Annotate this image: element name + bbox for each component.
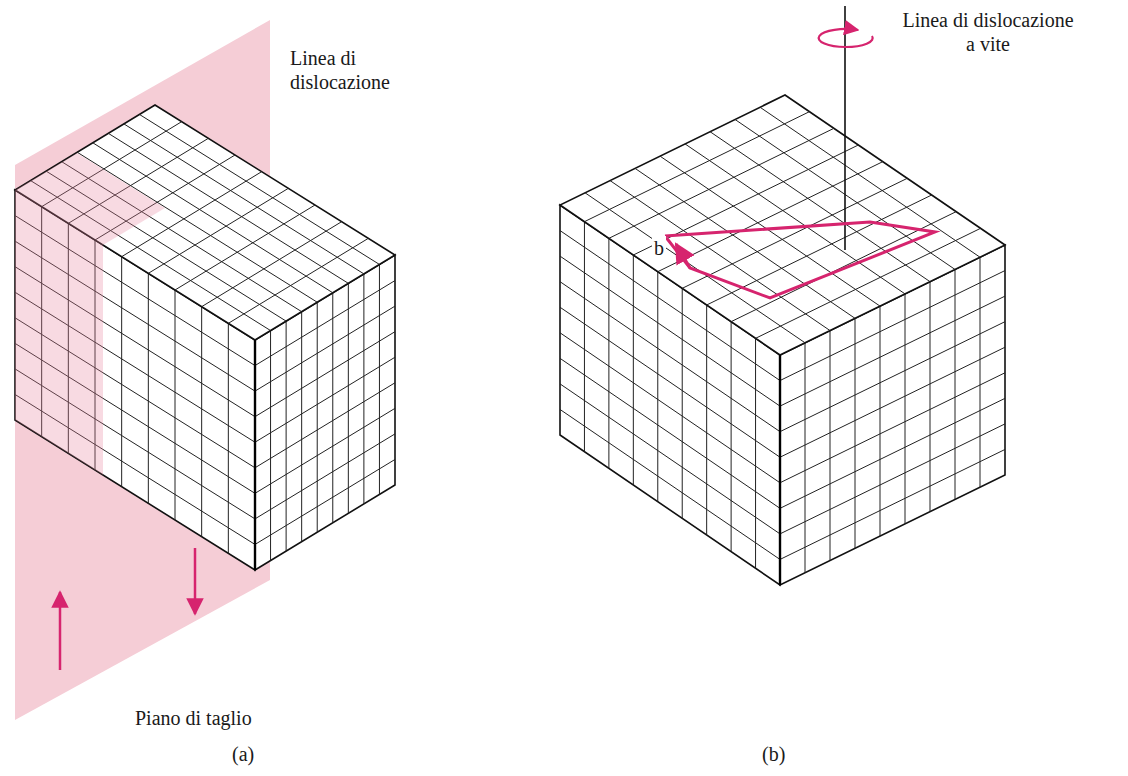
shear-plane-tint xyxy=(15,153,165,245)
lattice-line xyxy=(286,321,287,551)
lattice-line xyxy=(830,331,831,561)
lattice-line xyxy=(560,333,780,483)
lattice-line xyxy=(560,358,780,508)
lattice-line xyxy=(780,449,1005,559)
lattice-line xyxy=(255,357,395,442)
lattice-line xyxy=(710,132,930,282)
lattice-line xyxy=(255,332,395,417)
lattice-line xyxy=(635,168,855,318)
burgers-vector xyxy=(676,244,690,268)
lattice-line xyxy=(379,264,380,494)
lattice-line xyxy=(348,283,349,513)
lattice-line xyxy=(685,144,905,294)
lattice-line xyxy=(608,238,609,468)
lattice-line xyxy=(610,181,830,331)
lattice-line xyxy=(201,307,202,537)
lattice-line xyxy=(880,306,881,536)
lattice-line xyxy=(255,434,395,519)
lattice-line xyxy=(585,193,805,343)
lattice-line xyxy=(905,294,906,524)
shear-arrow xyxy=(59,592,62,670)
lattice-line xyxy=(560,384,780,534)
lattice-line xyxy=(930,282,931,512)
callout-label: Piano di taglio xyxy=(135,706,252,730)
shear-arrow xyxy=(194,548,197,614)
lattice-line xyxy=(148,188,288,273)
lattice-line xyxy=(780,424,1005,534)
lattice-line xyxy=(584,222,585,452)
cube-edge xyxy=(254,340,256,570)
lattice-line xyxy=(633,255,634,485)
callout-label: Linea di dislocazione a vite xyxy=(900,8,1076,56)
lattice-line xyxy=(780,398,1005,508)
lattice-line xyxy=(805,343,806,573)
rotation-arrow xyxy=(819,29,873,47)
lattice-line xyxy=(202,222,342,307)
lattice-line xyxy=(560,409,780,559)
lattice-line xyxy=(755,338,756,568)
panel-label: (a) xyxy=(232,742,254,766)
lattice-line xyxy=(301,312,302,542)
lattice-line xyxy=(317,302,318,532)
lattice-line xyxy=(660,156,880,306)
lattice-line xyxy=(731,322,732,552)
lattice-line xyxy=(228,238,368,323)
lattice-line xyxy=(139,114,379,264)
lattice-line xyxy=(148,273,149,503)
lattice-line xyxy=(955,269,956,499)
lattice-line xyxy=(682,288,683,518)
lattice-line xyxy=(706,305,707,535)
lattice-line xyxy=(270,331,271,561)
panel-label: (b) xyxy=(762,742,785,766)
lattice-face xyxy=(560,95,1005,355)
lattice-line xyxy=(175,205,315,290)
crystal-cube xyxy=(15,105,395,570)
lattice-line xyxy=(855,318,856,548)
cube-edge xyxy=(779,355,781,585)
burgers-circuit xyxy=(665,222,935,298)
crystal-cube xyxy=(560,95,1005,585)
lattice-line xyxy=(657,272,658,502)
lattice-line xyxy=(363,274,364,504)
lattice-line xyxy=(124,124,364,274)
lattice-line xyxy=(760,107,980,257)
lattice-line xyxy=(121,257,122,487)
callout-label: Linea di dislocazione xyxy=(290,46,361,94)
lattice-line xyxy=(175,290,176,520)
lattice-line xyxy=(228,323,229,553)
lattice-line xyxy=(255,383,395,468)
lattice-line xyxy=(255,408,395,493)
lattice-line xyxy=(332,293,333,523)
lattice-line xyxy=(255,459,395,544)
dislocation-axis xyxy=(844,6,846,250)
vector-label: b xyxy=(652,236,666,260)
lattice-line xyxy=(980,257,981,487)
